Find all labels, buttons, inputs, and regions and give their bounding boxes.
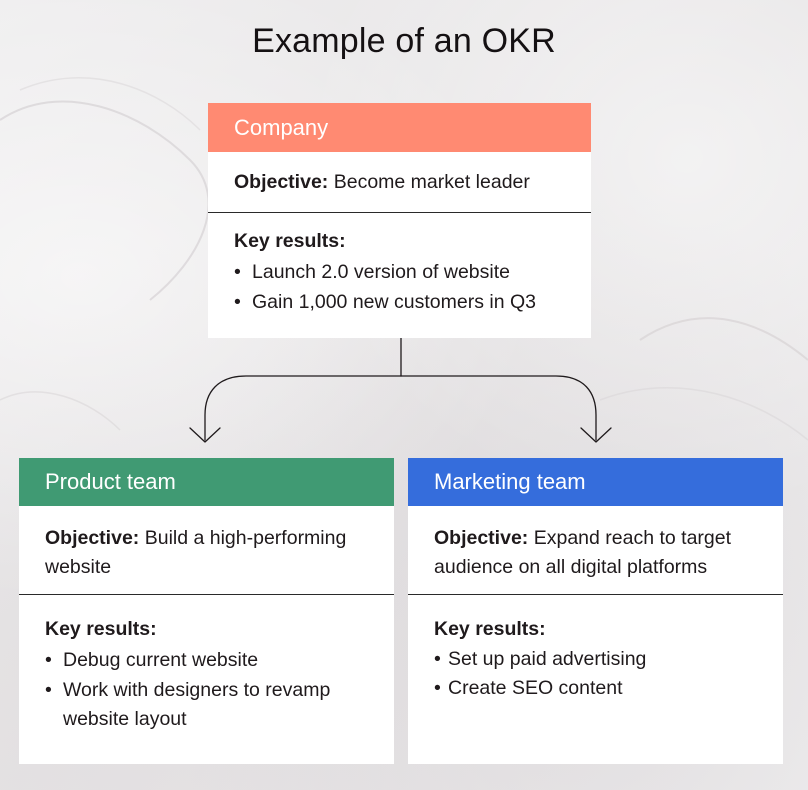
product-team-key-results: Key results: Debug current website Work … (19, 595, 394, 734)
product-team-objective: Objective: Build a high-performing websi… (19, 506, 394, 594)
marketing-team-key-results-list: Set up paid advertising Create SEO conte… (434, 645, 757, 702)
product-team-key-results-label: Key results: (45, 618, 157, 640)
company-key-results-list: Launch 2.0 version of website Gain 1,000… (234, 258, 565, 317)
product-team-header: Product team (19, 458, 394, 506)
page-title: Example of an OKR (252, 22, 556, 60)
marketing-team-objective-label: Objective: (434, 527, 529, 549)
company-card: Company Objective: Become market leader … (208, 103, 591, 338)
company-key-results: Key results: Launch 2.0 version of websi… (208, 213, 591, 317)
company-objective: Objective: Become market leader (208, 152, 591, 212)
marketing-team-objective: Objective: Expand reach to target audien… (408, 506, 783, 594)
arrow-right-head (580, 427, 612, 443)
product-team-card: Product team Objective: Build a high-per… (19, 458, 394, 764)
marketing-team-key-results-label: Key results: (434, 618, 546, 640)
product-team-key-result: Work with designers to revamp website la… (45, 676, 368, 735)
company-key-results-label: Key results: (234, 230, 346, 252)
marketing-team-objective-text: Expand reach to target audience on all d… (434, 527, 732, 579)
product-team-divider (19, 594, 394, 595)
company-header: Company (208, 103, 591, 152)
connector-right-branch (400, 375, 597, 441)
product-team-objective-text: Build a high-performing website (45, 527, 347, 579)
marketing-team-header: Marketing team (408, 458, 783, 506)
company-objective-text: Become market leader (333, 171, 530, 193)
arrow-left-head (189, 427, 221, 443)
connector-left-branch (204, 375, 402, 441)
company-key-result: Gain 1,000 new customers in Q3 (234, 288, 565, 318)
marketing-team-key-result: Create SEO content (434, 674, 757, 703)
marketing-team-divider (408, 594, 783, 595)
product-team-key-results-list: Debug current website Work with designer… (45, 646, 368, 734)
company-divider (208, 212, 591, 213)
company-key-result: Launch 2.0 version of website (234, 258, 565, 288)
company-objective-label: Objective: (234, 171, 329, 193)
marketing-team-key-result: Set up paid advertising (434, 645, 757, 674)
product-team-key-result: Debug current website (45, 646, 368, 676)
marketing-team-key-results: Key results: Set up paid advertising Cre… (408, 595, 783, 702)
product-team-objective-label: Objective: (45, 527, 140, 549)
marketing-team-card: Marketing team Objective: Expand reach t… (408, 458, 783, 764)
